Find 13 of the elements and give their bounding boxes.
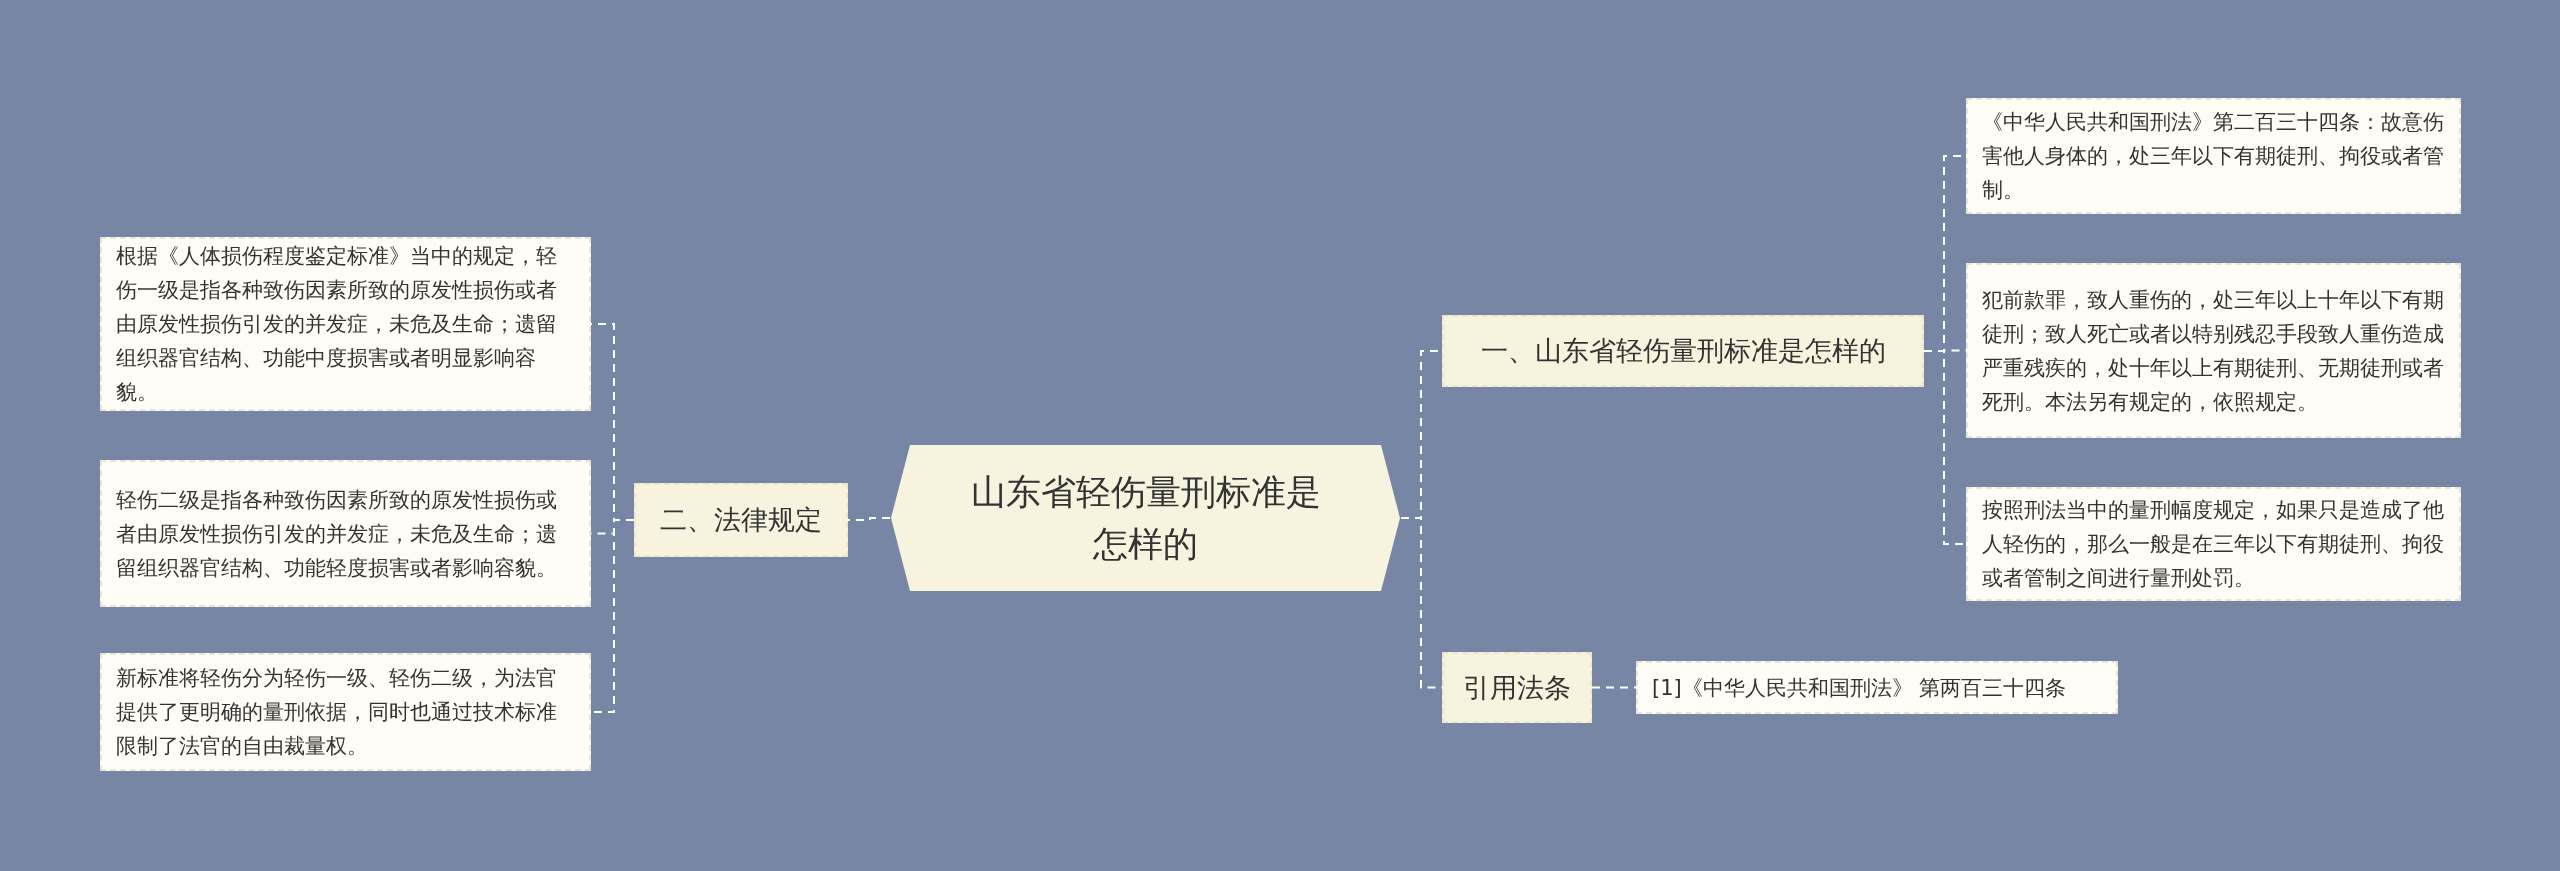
connector-line — [1591, 686, 1637, 689]
note-box: 犯前款罪，致人重伤的，处三年以上十年以下有期徒刑；致人死亡或者以特别残忍手段致人重伤造成严重残疾的，处十年以上有期徒刑、无期徒刑或者死刑。本法另有规定的，依照规定。 — [1966, 263, 2461, 438]
topic-box: 二、法律规定 — [634, 483, 848, 557]
note-box: 轻伤二级是指各种致伤因素所致的原发性损伤或者由原发性损伤引发的并发症，未危及生命；遗留组织器官结构、功能轻度损害或者影响容貌。 — [100, 460, 591, 607]
note-box: 根据《人体损伤程度鉴定标准》当中的规定，轻伤一级是指各种致伤因素所致的原发性损伤或者由原发性损伤引发的并发症，未危及生命；遗留组织器官结构、功能中度损害或者明显影响容貌。 — [100, 237, 591, 411]
note-box: 按照刑法当中的量刑幅度规定，如果只是造成了他人轻伤的，那么一般是在三年以下有期徒刑、拘役或者管制之间进行量刑处罚。 — [1966, 487, 2461, 601]
note-box: [1]《中华人民共和国刑法》 第两百三十四条 — [1636, 661, 2118, 714]
topic-box: 引用法条 — [1442, 652, 1592, 723]
hub-hexagon: 山东省轻伤量刑标准是怎样的 — [890, 443, 1401, 593]
topic-box: 一、山东省轻伤量刑标准是怎样的 — [1442, 315, 1924, 387]
note-box: 《中华人民共和国刑法》第二百三十四条：故意伤害他人身体的，处三年以下有期徒刑、拘役或者管制。 — [1966, 98, 2461, 214]
connector-line — [847, 517, 891, 521]
note-box: 新标准将轻伤分为轻伤一级、轻伤二级，为法官提供了更明确的量刑依据，同时也通过技术标准限制了法官的自由裁量权。 — [100, 653, 591, 771]
